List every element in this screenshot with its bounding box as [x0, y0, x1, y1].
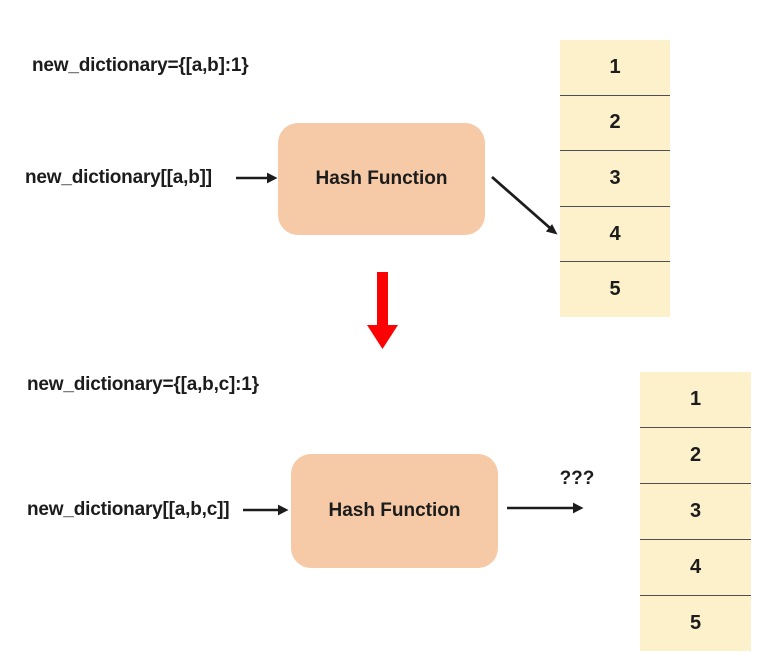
bottom-hash-table-cell-5: 5: [640, 595, 751, 651]
top-hash-table-cell-1: 1: [560, 40, 670, 95]
bottom-hash-table-cell-3: 3: [640, 483, 751, 539]
bottom-hash-function-box: Hash Function: [291, 454, 498, 568]
top-output-arrow-icon: [491, 175, 558, 235]
top-dictionary-definition: new_dictionary={[a,b]:1}: [32, 55, 249, 76]
top-hash-table-cell-4: 4: [560, 205, 670, 262]
top-hash-table-cell-5: 5: [560, 261, 670, 317]
bottom-hash-table: 1 2 3 4 5: [640, 372, 751, 651]
bottom-output-arrow-icon: [507, 502, 584, 514]
bottom-hash-table-cell-1: 1: [640, 372, 751, 427]
bottom-dictionary-lookup: new_dictionary[[a,b,c]]: [27, 499, 230, 520]
top-hash-table-cell-2: 2: [560, 94, 670, 151]
top-dictionary-lookup: new_dictionary[[a,b]]: [25, 167, 212, 188]
bottom-dictionary-definition: new_dictionary={[a,b,c]:1}: [27, 374, 259, 395]
top-hash-function-label: Hash Function: [315, 168, 448, 189]
bottom-hash-table-cell-4: 4: [640, 539, 751, 595]
top-hash-function-box: Hash Function: [278, 123, 485, 235]
bottom-hash-table-cell-2: 2: [640, 427, 751, 483]
bottom-input-arrow-icon: [243, 504, 289, 516]
bottom-hash-function-label: Hash Function: [328, 500, 461, 521]
unknown-result-label: ???: [559, 468, 595, 489]
top-hash-table-cell-3: 3: [560, 150, 670, 206]
transition-red-arrow-icon: [367, 272, 398, 349]
top-input-arrow-icon: [236, 172, 278, 184]
top-hash-table: 1 2 3 4 5: [560, 40, 670, 317]
